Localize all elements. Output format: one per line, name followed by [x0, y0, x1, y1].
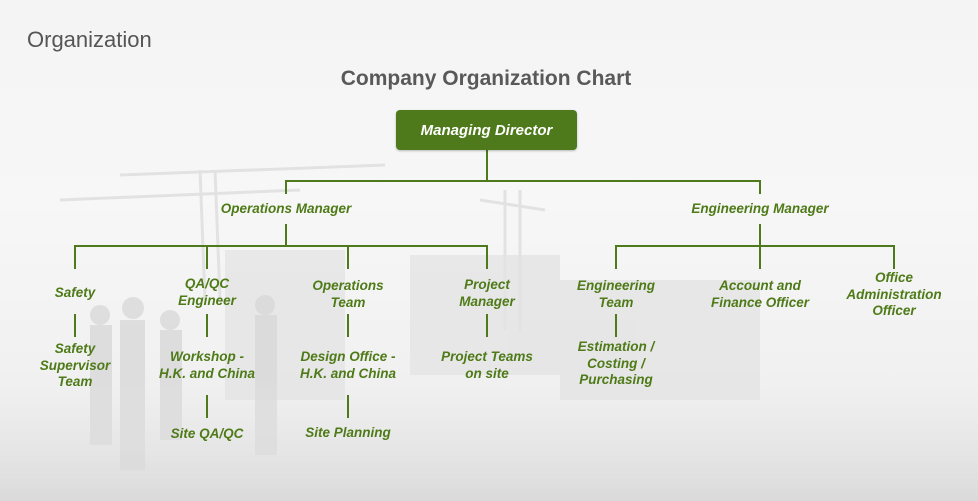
node-office-administration: Office Administration Officer [846, 270, 942, 318]
node-safety-supervisor-team: Safety Supervisor Team [39, 341, 111, 389]
node-account-finance: Account and Finance Officer [710, 278, 810, 310]
node-engineering-team: Engineering Team [576, 278, 655, 310]
node-estimation: Estimation / Costing / Purchasing [577, 339, 655, 387]
node-project-teams: Project Teams on site [441, 349, 533, 381]
node-operations-team: Operations Team [312, 278, 384, 310]
node-engineering-manager: Engineering Manager [691, 201, 829, 216]
page-heading: Organization [27, 27, 152, 52]
node-safety: Safety [54, 285, 96, 300]
node-site-planning: Site Planning [305, 425, 391, 440]
node-workshop: Workshop - H.K. and China [158, 349, 255, 381]
node-project-manager: Project Manager [459, 277, 515, 309]
node-qa-qc-engineer: QA/QC Engineer [178, 276, 236, 308]
managing-director-box: Managing Director [396, 110, 577, 150]
chart-title: Company Organization Chart [340, 67, 632, 90]
managing-director-label: Managing Director [420, 121, 553, 139]
node-design-office: Design Office - H.K. and China [299, 349, 396, 381]
node-operations-manager: Operations Manager [220, 201, 352, 216]
node-site-qa-qc: Site QA/QC [170, 426, 244, 441]
